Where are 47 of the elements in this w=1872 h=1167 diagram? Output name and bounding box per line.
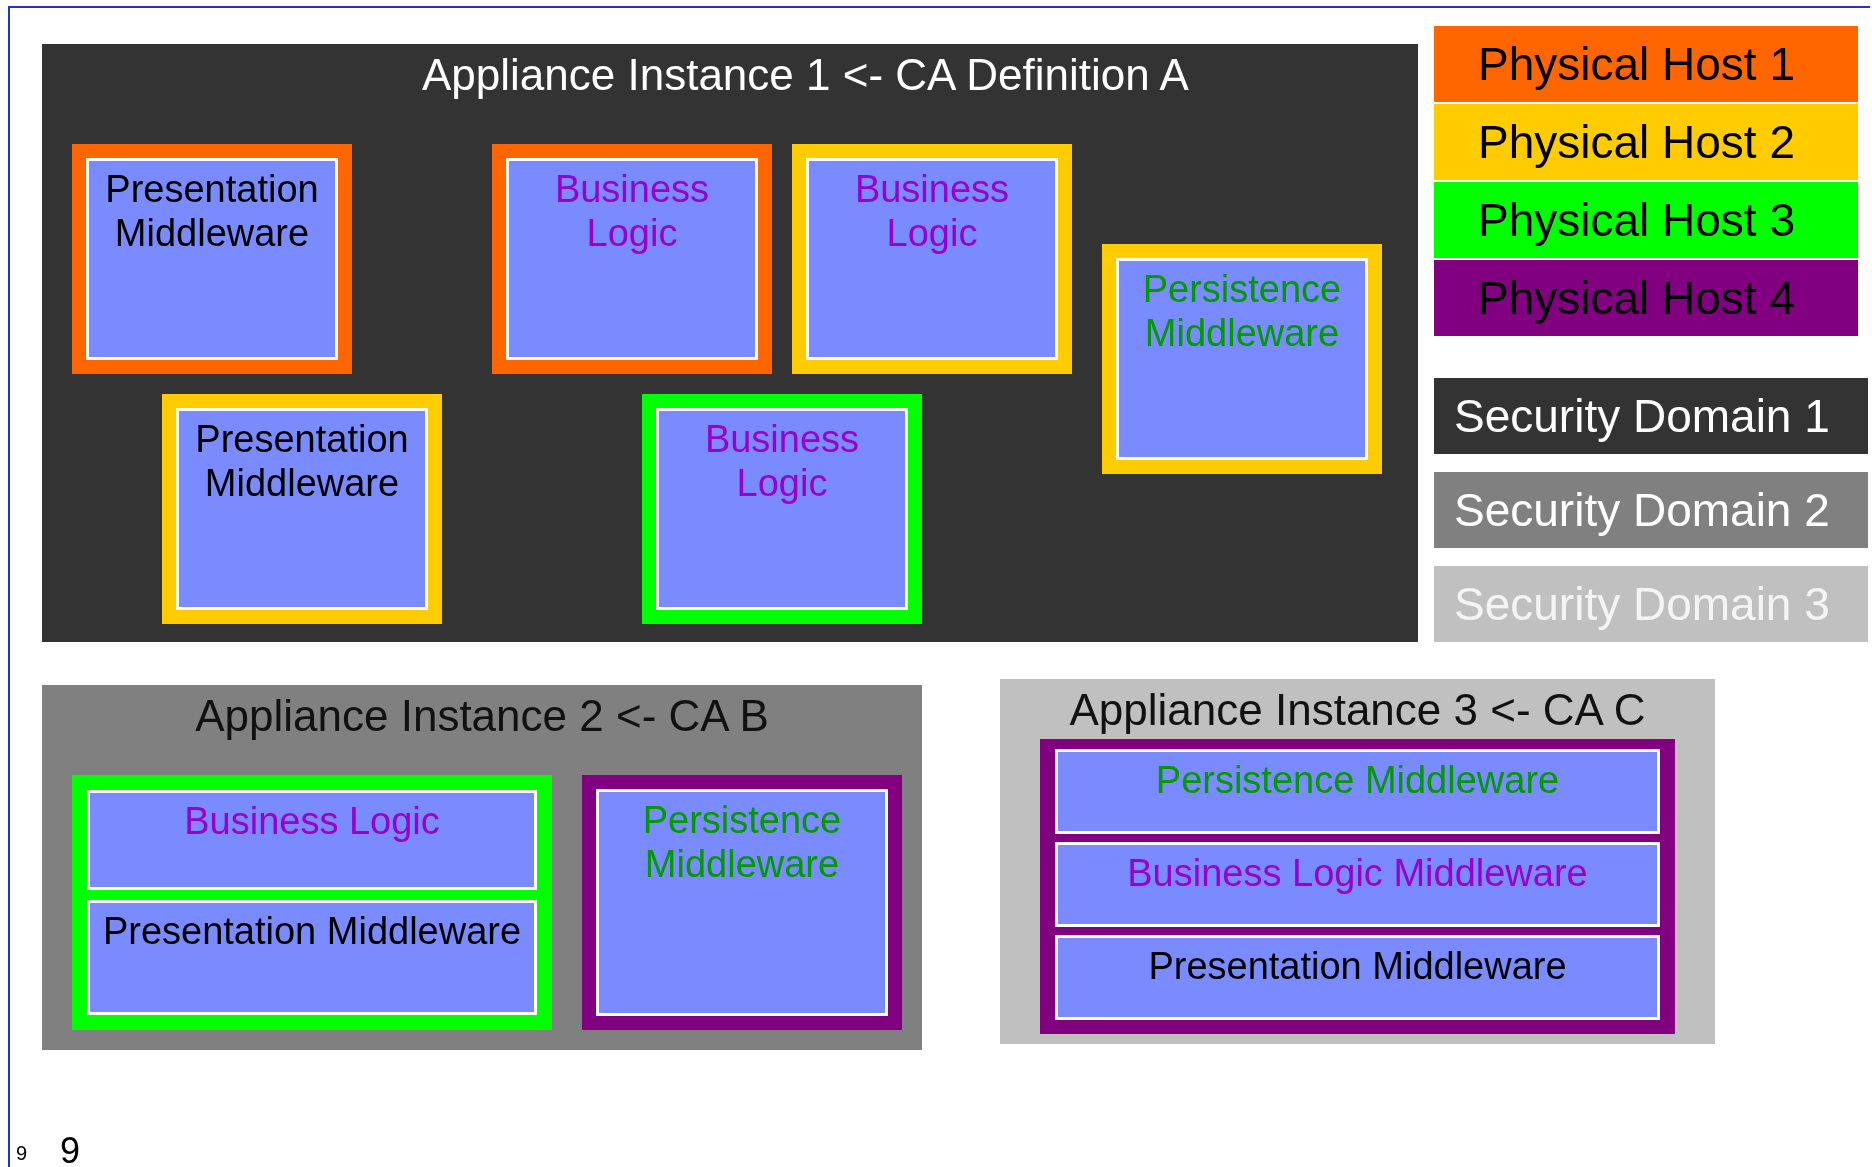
component-card — [1055, 935, 1660, 1020]
host-frame — [72, 144, 352, 374]
card-title: Business Logic Middleware — [1127, 851, 1588, 895]
panel-title: Appliance Instance 3 <- CA C — [1068, 685, 1647, 735]
card-title: Presentation Middleware — [1148, 944, 1567, 988]
panel-title: Appliance Instance 2 <- CA B — [194, 691, 770, 741]
panel-title: Appliance Instance 1 <- CA Definition A — [422, 50, 1190, 100]
legend-label: Security Domain 1 — [1454, 389, 1830, 443]
legend-label: Physical Host 1 — [1478, 37, 1795, 91]
page-number: 9 — [16, 1142, 28, 1165]
host-frame — [72, 775, 552, 1030]
host-frame — [792, 144, 1072, 374]
legend-label: Physical Host 4 — [1478, 271, 1795, 325]
component-card — [87, 900, 537, 1015]
card-title: Presentation Middleware — [104, 167, 320, 255]
component-card — [806, 158, 1058, 360]
legend-label: Physical Host 3 — [1478, 193, 1795, 247]
card-title: Business Logic — [853, 167, 1011, 255]
card-title: Presentation Middleware — [102, 909, 522, 953]
page-number: 9 — [60, 1130, 81, 1167]
host-frame — [492, 144, 772, 374]
card-title: Presentation Middleware — [194, 417, 410, 505]
appliance-panel — [42, 685, 922, 1050]
card-title: Business Logic — [184, 799, 440, 843]
host-frame — [1040, 739, 1675, 1034]
component-card — [86, 158, 338, 360]
appliance-panel — [42, 44, 1418, 642]
host-frame — [162, 394, 442, 624]
card-title: Persistence Middleware — [1141, 267, 1343, 355]
component-card — [1055, 842, 1660, 927]
component-card — [506, 158, 758, 360]
legend-label: Security Domain 2 — [1454, 483, 1830, 537]
component-card — [1116, 258, 1368, 460]
card-title: Business Logic — [703, 417, 861, 505]
appliance-panel — [1000, 679, 1715, 1044]
card-title: Persistence Middleware — [1155, 758, 1560, 802]
component-card — [87, 790, 537, 890]
component-card — [596, 789, 888, 1016]
legend-label: Physical Host 2 — [1478, 115, 1795, 169]
host-frame — [582, 775, 902, 1030]
host-frame — [642, 394, 922, 624]
component-card — [176, 408, 428, 610]
host-frame — [1102, 244, 1382, 474]
card-title: Business Logic — [553, 167, 711, 255]
component-card — [656, 408, 908, 610]
card-title: Persistence Middleware — [641, 798, 843, 886]
component-card — [1055, 749, 1660, 834]
